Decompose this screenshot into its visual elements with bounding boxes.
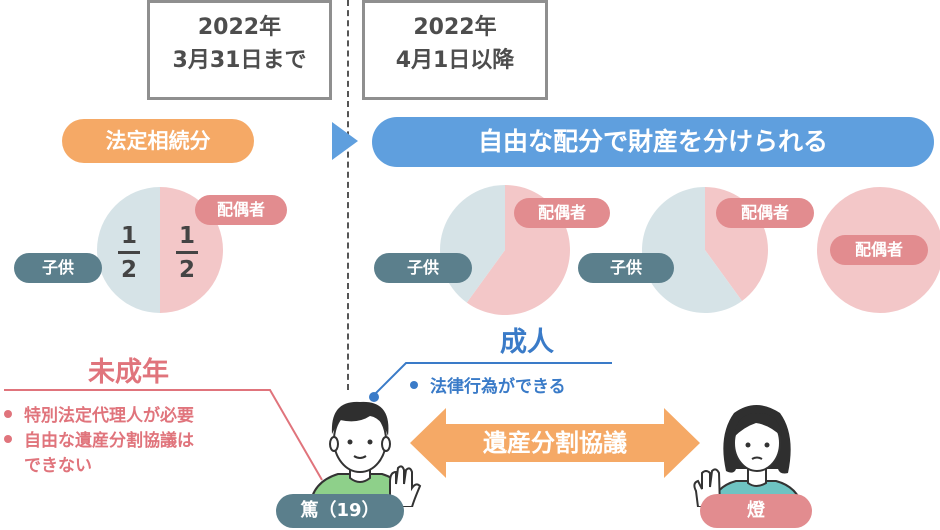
spouse-fraction-numerator: 1	[176, 222, 198, 254]
free-split-pill: 自由な配分で財産を分けられる	[372, 117, 934, 167]
mother-name-pill: 燈	[700, 494, 812, 528]
adult-bullet-list: 法律行為ができる	[410, 372, 566, 397]
minor-bullet-item-1: 特別法定代理人が必要	[4, 404, 194, 429]
son-name-pill: 篤（19）	[276, 494, 404, 528]
bullet-dot-icon	[4, 435, 12, 443]
date-after-date: 4月1日以降	[395, 48, 515, 73]
timeline-divider	[347, 0, 349, 390]
son-avatar	[308, 401, 422, 507]
child-fraction-numerator: 1	[118, 222, 140, 254]
negotiation-label: 遺産分割協議	[483, 429, 627, 457]
minor-bullet-1: 特別法定代理人が必要	[24, 406, 194, 426]
minor-title: 未成年	[88, 357, 169, 388]
spouse-label-3: 配偶者	[716, 198, 814, 228]
negotiation-arrow	[410, 408, 700, 478]
child-label-1: 子供	[14, 253, 102, 283]
legal-share-label: 法定相続分	[105, 129, 211, 153]
bullet-dot-icon	[410, 381, 418, 389]
minor-bullet-3: できない	[24, 456, 92, 476]
spouse-fraction: 1 2	[176, 222, 198, 284]
mother-avatar	[693, 405, 804, 507]
minor-bullet-list: 特別法定代理人が必要 自由な遺産分割協議は できない	[4, 404, 194, 479]
bullet-dot-icon	[4, 410, 12, 418]
minor-bullet-item-2: 自由な遺産分割協議は	[4, 429, 194, 454]
child-fraction: 1 2	[118, 222, 140, 284]
date-after-year: 2022年	[413, 15, 497, 40]
pie-slice-child	[97, 187, 160, 313]
child-fraction-denominator: 2	[120, 257, 137, 283]
minor-bullet-2: 自由な遺産分割協議は	[24, 431, 194, 451]
adult-callout-line	[369, 362, 612, 402]
spouse-label-1: 配偶者	[195, 195, 287, 225]
date-before-date: 3月31日まで	[172, 48, 307, 73]
adult-title: 成人	[500, 327, 554, 358]
pie-slice-child	[642, 187, 743, 313]
adult-bullet-1: 法律行為ができる	[430, 377, 566, 397]
child-label-2: 子供	[374, 253, 472, 283]
minor-bullet-item-3: できない	[4, 454, 194, 479]
legal-share-pill: 法定相続分	[62, 119, 254, 163]
child-label-3: 子供	[578, 253, 674, 283]
spouse-label-4: 配偶者	[830, 235, 928, 265]
minor-callout-line	[4, 389, 323, 481]
date-before-year: 2022年	[197, 15, 282, 40]
arrow-right-icon	[332, 122, 358, 160]
free-split-label: 自由な配分で財産を分けられる	[477, 127, 828, 156]
date-box-before: 2022年 3月31日まで	[147, 0, 332, 100]
date-box-after: 2022年 4月1日以降	[362, 0, 548, 100]
spouse-label-2: 配偶者	[514, 198, 610, 228]
spouse-fraction-denominator: 2	[178, 257, 195, 283]
